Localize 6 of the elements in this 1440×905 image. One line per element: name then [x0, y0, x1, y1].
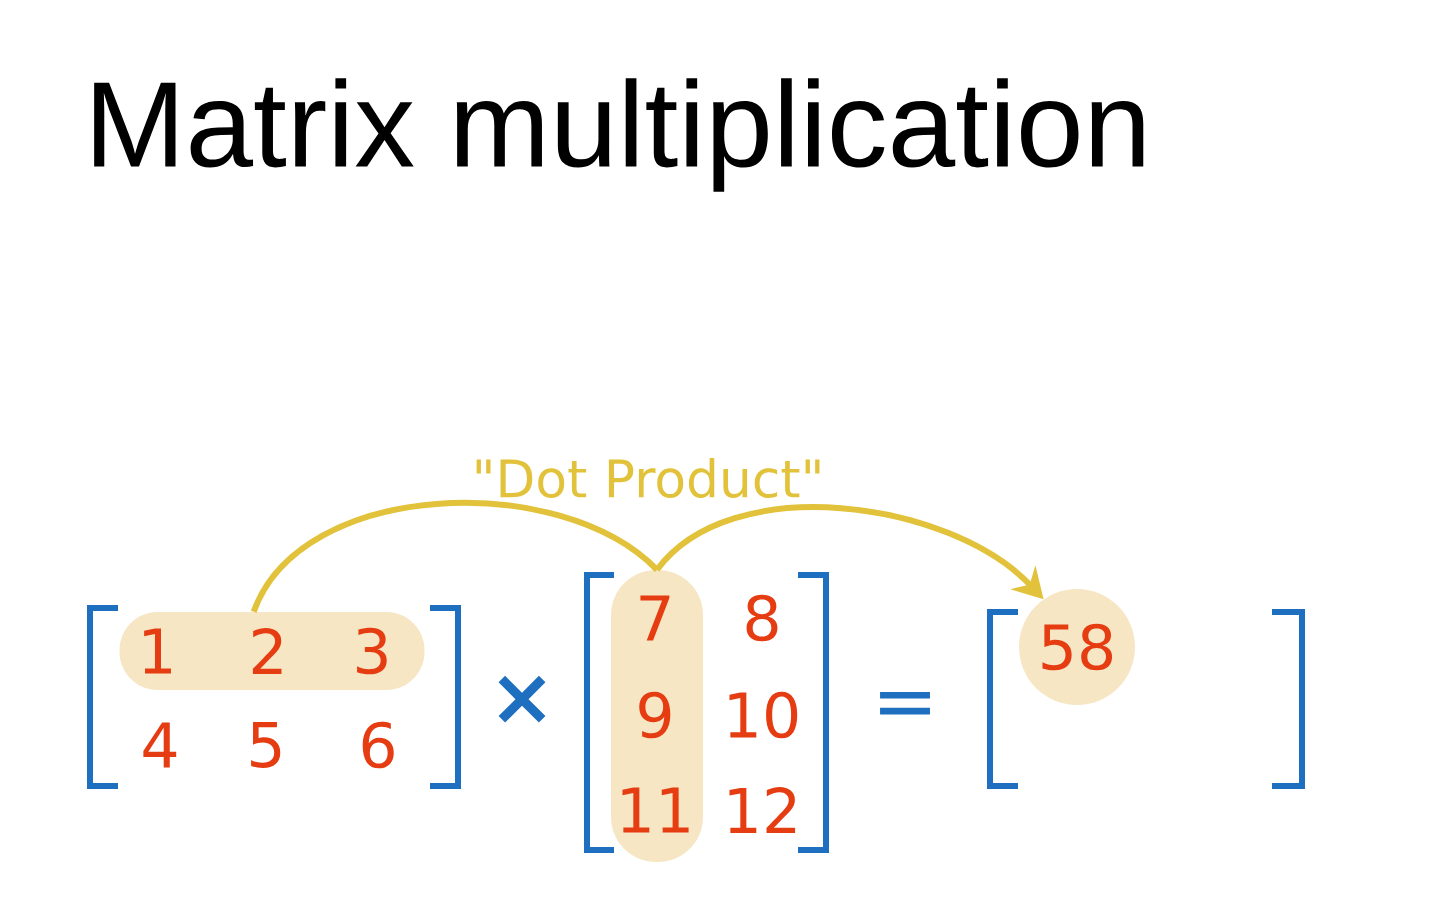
column-highlight: 7 9 11	[611, 570, 703, 862]
equals-sign: =	[880, 691, 930, 715]
row-highlight: 1 2 3	[119, 612, 425, 690]
dot-product-label: "Dot Product"	[476, 457, 820, 499]
title: Matrix multiplication	[94, 78, 1144, 192]
multiply-sign: ×	[498, 675, 546, 723]
